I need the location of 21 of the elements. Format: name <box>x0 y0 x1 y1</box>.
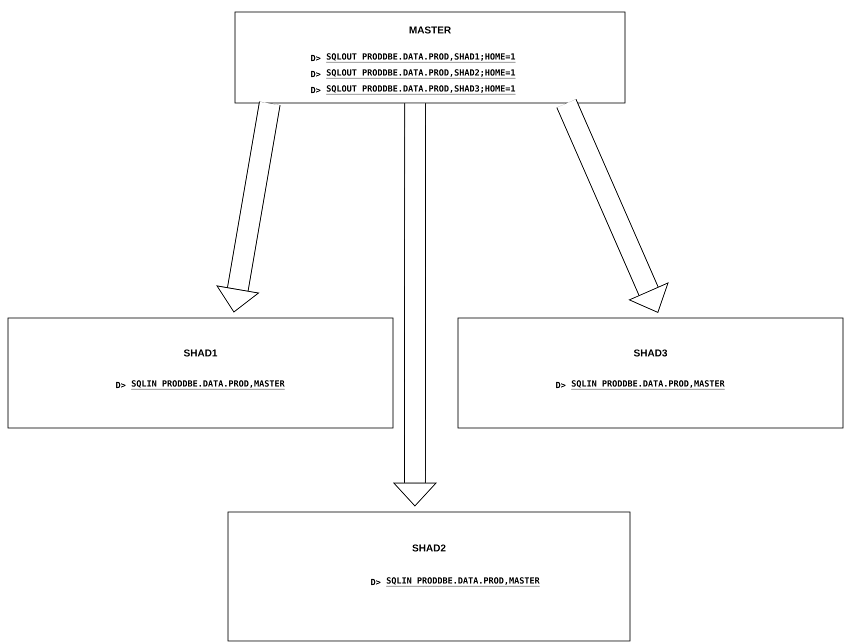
command-text: SQLOUT PRODDBE.DATA.PROD,SHAD2;HOME=1 <box>326 69 516 78</box>
command-box <box>234 12 626 104</box>
command-box <box>228 512 630 642</box>
command-text: SQLIN PRODDBE.DATA.PROD,MASTER <box>131 380 285 390</box>
prompt: D> <box>311 54 320 62</box>
prompt: D> <box>116 382 126 388</box>
box-title: SHAD3 <box>634 349 668 357</box>
block-arrow <box>556 99 669 313</box>
prompt: D> <box>311 86 320 94</box>
command-text: SQLIN PRODDBE.DATA.PROD,MASTER <box>386 577 540 586</box>
prompt: D> <box>371 578 380 586</box>
command-box <box>458 318 844 428</box>
prompt: D> <box>311 70 320 78</box>
command-box <box>8 318 394 428</box>
command-text: SQLOUT PRODDBE.DATA.PROD,SHAD3;HOME=1 <box>326 85 516 94</box>
prompt: D> <box>556 382 566 388</box>
box-title: MASTER <box>410 26 451 34</box>
command-text: SQLIN PRODDBE.DATA.PROD,MASTER <box>571 380 725 390</box>
box-title: SHAD2 <box>412 544 446 552</box>
box-title: SHAD1 <box>184 349 218 357</box>
command-text: SQLOUT PRODDBE.DATA.PROD,SHAD1;HOME=1 <box>326 53 516 62</box>
